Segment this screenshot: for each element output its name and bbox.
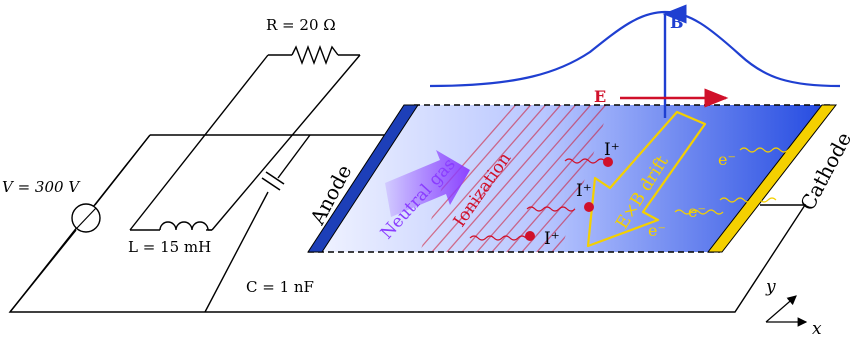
ion-particles — [525, 157, 613, 241]
exb-drift-arrow — [586, 110, 707, 248]
e-field-label: E — [594, 87, 606, 106]
inductor-symbol — [159, 221, 209, 231]
neutral-gas-arrow — [385, 150, 470, 217]
ion-label: I⁺ — [604, 140, 620, 160]
coordinate-axes — [765, 295, 808, 327]
capacitor-symbol — [261, 171, 285, 191]
b-field-label: B — [670, 13, 684, 32]
ion-particle — [525, 231, 535, 241]
inductor-label: L = 15 mH — [128, 238, 211, 256]
ion-label: I⁺ — [544, 229, 560, 249]
b-field-profile — [429, 10, 841, 88]
capacitor-label: C = 1 nF — [246, 278, 314, 296]
electron-label: e⁻ — [688, 202, 706, 221]
plasma-channel — [308, 105, 832, 252]
electron-tracks — [674, 147, 797, 215]
electron-label: e⁻ — [648, 221, 666, 240]
ion-label: I⁺ — [576, 181, 592, 201]
anode-electrode — [307, 104, 419, 253]
ion-particle — [603, 157, 613, 167]
voltage-label: V = 300 V — [2, 178, 81, 196]
x-axis-label: x — [812, 319, 822, 339]
ion-tracks — [469, 158, 606, 241]
electron-label: e⁻ — [718, 150, 736, 169]
resistor-symbol — [291, 45, 339, 65]
circuit-wiring — [129, 54, 400, 313]
resistor-label: R = 20 Ω — [266, 16, 336, 34]
ion-particle — [584, 202, 594, 212]
cathode-electrode — [706, 104, 838, 253]
y-axis-label: y — [765, 277, 776, 297]
